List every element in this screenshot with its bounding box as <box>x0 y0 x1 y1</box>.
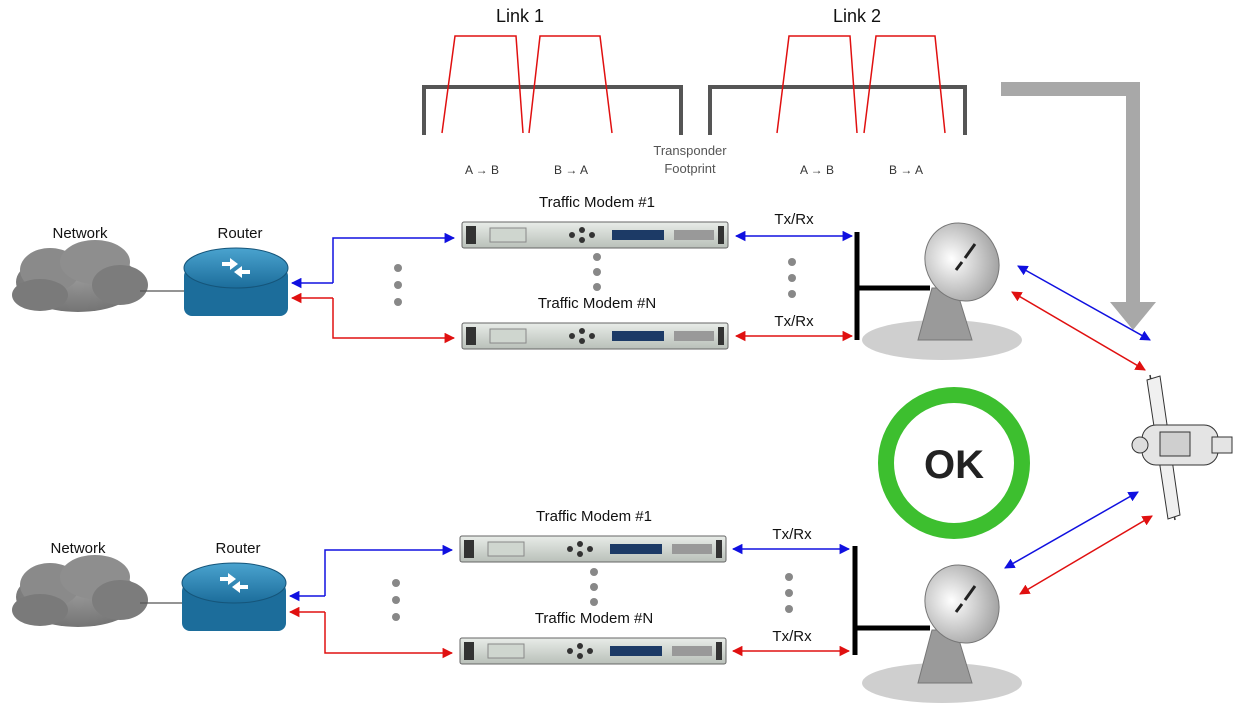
carrier-label-link1-b: B → A <box>554 163 588 177</box>
router-label: Router <box>217 225 262 242</box>
dish-icon <box>862 564 1022 703</box>
carrier-label-link2-a: A → B <box>800 163 834 177</box>
link2-label: Link 2 <box>833 6 881 26</box>
carrier-link2-a-to-b <box>776 35 858 134</box>
modem-last-label: Traffic Modem #N <box>538 295 656 312</box>
carrier-label-link1-a: A → B <box>465 163 499 177</box>
carrier-label-link2-b: B → A <box>889 163 923 177</box>
network-label: Network <box>52 225 108 242</box>
site-1: Network Router Traffic Modem #1 <box>12 194 1151 371</box>
modem-icon <box>459 535 727 563</box>
status-label: OK <box>924 443 984 487</box>
site-2: Network Router Traffic Modem #1 Traffi <box>12 491 1153 703</box>
router-icon <box>183 247 289 316</box>
satellite-icon <box>1131 374 1233 521</box>
modem-icon <box>461 322 729 350</box>
ok-status-badge: OK <box>878 387 1030 539</box>
modem-first-label: Traffic Modem #1 <box>539 194 655 211</box>
modem-icon <box>461 221 729 249</box>
cloud-icon <box>12 555 148 627</box>
txrx-top-label: Tx/Rx <box>772 526 812 543</box>
network-label: Network <box>50 540 106 557</box>
modem-icon <box>459 637 727 665</box>
dish-icon <box>862 222 1022 360</box>
footprint-bracket-left <box>422 85 683 135</box>
footprint-label-line2: Footprint <box>664 161 716 176</box>
modem-first-label: Traffic Modem #1 <box>536 508 652 525</box>
link1-label: Link 1 <box>496 6 544 26</box>
footprint-label-line1: Transponder <box>653 143 727 158</box>
carrier-link1-b-to-a <box>528 35 613 134</box>
modem-last-label: Traffic Modem #N <box>535 610 653 627</box>
txrx-top-label: Tx/Rx <box>774 211 814 228</box>
footprint-bracket-right <box>708 85 967 135</box>
txrx-bottom-label: Tx/Rx <box>774 313 814 330</box>
spectrum-panel: Link 1 Link 2 A → B B → A A → B B → A Tr… <box>422 6 967 177</box>
big-arrow-icon <box>1001 82 1156 330</box>
carrier-link1-a-to-b <box>441 35 524 134</box>
router-icon <box>181 562 287 631</box>
cloud-icon <box>12 240 148 312</box>
carrier-link2-b-to-a <box>863 35 946 134</box>
txrx-bottom-label: Tx/Rx <box>772 628 812 645</box>
router-label: Router <box>215 540 260 557</box>
